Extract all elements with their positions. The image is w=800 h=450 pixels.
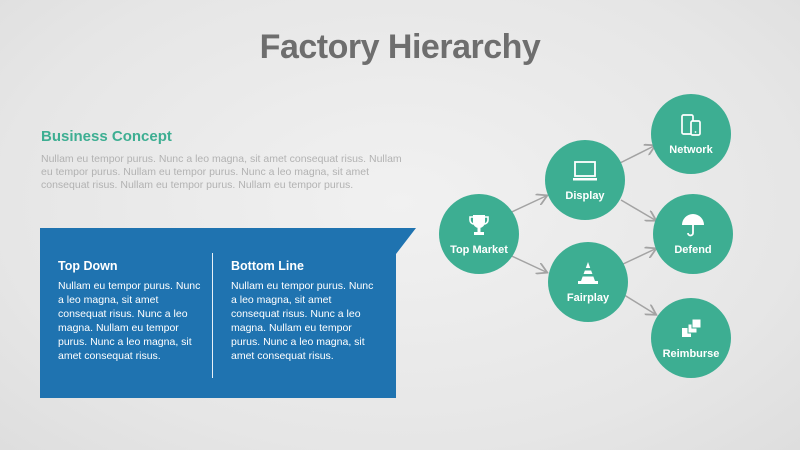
top-down-heading: Top Down <box>58 259 118 273</box>
node-defend: Defend <box>653 194 733 274</box>
node-fairplay: Fairplay <box>548 242 628 322</box>
stacked-squares-icon <box>682 318 702 337</box>
node-label-top-market: Top Market <box>450 244 508 256</box>
node-label-fairplay: Fairplay <box>566 292 610 304</box>
arrow-fairplay-reimburse <box>620 292 655 314</box>
concept-body: Nullam eu tempor purus. Nunc a leo magna… <box>41 153 402 191</box>
node-network: Network <box>651 94 731 174</box>
panel-background <box>40 228 416 398</box>
traffic-cone-icon <box>578 262 598 284</box>
arrow-fairplay-defend <box>620 249 655 266</box>
info-panel: Top Down Nullam eu tempor purus. Nunc a … <box>40 228 416 398</box>
node-display: Display <box>545 140 625 220</box>
concept-heading: Business Concept <box>41 128 172 145</box>
devices-icon <box>681 114 701 136</box>
node-label-display: Display <box>565 190 605 202</box>
monitor-icon <box>573 161 597 181</box>
node-top-market: Top Market <box>439 194 519 274</box>
arrow-display-defend <box>620 199 655 220</box>
node-reimburse: Reimburse <box>651 298 731 378</box>
bottom-line-body: Nullam eu tempor purus. Nunc a leo magna… <box>231 280 374 362</box>
panel-divider <box>212 253 213 378</box>
node-label-defend: Defend <box>674 244 712 256</box>
node-label-reimburse: Reimburse <box>662 348 720 360</box>
top-down-body: Nullam eu tempor purus. Nunc a leo magna… <box>58 280 201 362</box>
bottom-line-heading: Bottom Line <box>231 259 304 273</box>
arrow-display-network <box>619 146 654 164</box>
umbrella-icon <box>682 214 704 237</box>
panel-shape <box>40 228 416 398</box>
page-title: Factory Hierarchy <box>259 28 541 66</box>
trophy-icon <box>469 215 489 235</box>
node-label-network: Network <box>669 144 713 156</box>
